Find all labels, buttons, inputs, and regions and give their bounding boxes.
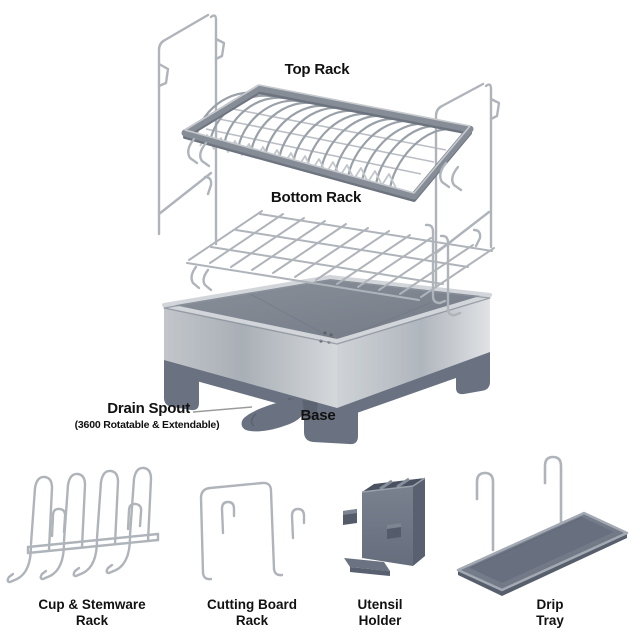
left-support-frame-graphic (157, 13, 226, 246)
bottom-rack-label: Bottom Rack (270, 189, 362, 206)
cutting-board-rack-label-line2: Rack (235, 613, 269, 628)
drip-tray-graphic (456, 455, 629, 596)
base-graphic (162, 275, 492, 445)
drip-tray-label: Drip Tray (510, 597, 590, 629)
cutting-board-rack-label: Cutting Board Rack (182, 597, 322, 629)
cup-stemware-rack-graphic (6, 466, 160, 584)
drip-tray-label-line2: Tray (536, 613, 564, 628)
base-label: Base (300, 407, 336, 424)
cup-stemware-rack-label-line2: Rack (75, 613, 109, 628)
top-rack-label: Top Rack (284, 61, 350, 78)
drain-spout-note: (3600 Rotatable & Extendable) (74, 419, 220, 431)
drip-tray-label-line1: Drip (536, 597, 564, 612)
drain-spout-label: Drain Spout (107, 400, 190, 417)
utensil-holder-graphic (343, 477, 426, 576)
drain-spout-leader-line (192, 406, 253, 413)
cutting-board-rack-graphic (199, 481, 306, 581)
utensil-holder-label-line1: Utensil (357, 597, 403, 612)
utensil-holder-label-line2: Holder (358, 613, 402, 628)
cup-stemware-rack-label-line1: Cup & Stemware (38, 597, 146, 612)
cup-stemware-rack-label: Cup & Stemware Rack (20, 597, 164, 629)
top-rack-graphic (181, 84, 474, 202)
right-support-frame-graphic (434, 82, 501, 292)
utensil-holder-label: Utensil Holder (330, 597, 430, 629)
cutting-board-rack-label-line1: Cutting Board (207, 597, 297, 612)
bottom-rack-graphic (186, 210, 495, 317)
